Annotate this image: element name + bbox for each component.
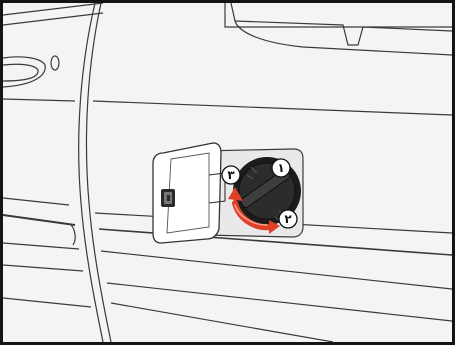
callout-label-cap: ١ — [277, 161, 284, 175]
roof-line — [3, 3, 103, 15]
callout-turn-direction: ٢ — [279, 210, 297, 228]
body-line-upper — [93, 101, 452, 115]
callout-label-door-hook: ٣ — [227, 168, 235, 182]
fuel-door — [153, 143, 225, 243]
callout-cap: ١ — [272, 159, 290, 177]
door-handle — [3, 57, 45, 87]
window-frame — [225, 3, 452, 27]
fuel-door-illustration: ١ ٢ ٣ — [3, 3, 452, 342]
callout-door-hook: ٣ — [222, 166, 240, 184]
door-lock-icon — [51, 56, 59, 70]
door-edge-line — [79, 3, 103, 342]
callout-label-turn-direction: ٢ — [284, 212, 292, 226]
hinge-icon — [161, 189, 175, 207]
